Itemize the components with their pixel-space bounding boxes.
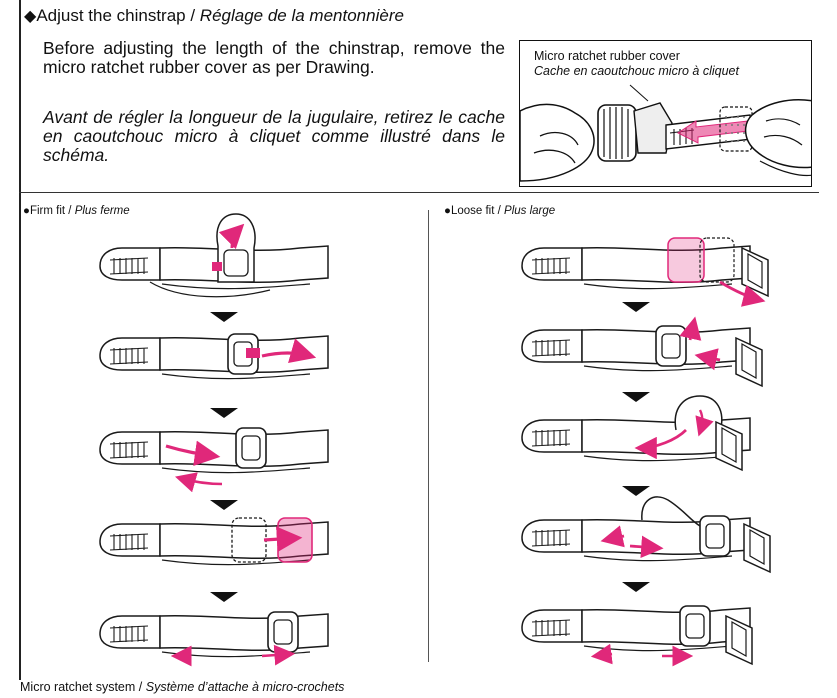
loose-arrow-2: [622, 392, 650, 402]
firm-step-1: [100, 214, 328, 297]
footer-french: Système d’attache à micro-crochets: [146, 680, 345, 694]
loose-step-1: [522, 238, 768, 300]
firm-arrow-3: [210, 500, 238, 510]
footer-english: Micro ratchet system: [20, 680, 135, 694]
firm-arrow-2: [210, 408, 238, 418]
firm-step-5: [100, 612, 328, 657]
loose-step-2: [522, 322, 762, 386]
footer-caption: Micro ratchet system / Système d’attache…: [20, 680, 344, 694]
firm-arrow-4: [210, 592, 238, 602]
loose-arrow-1: [622, 302, 650, 312]
firm-step-3: [100, 428, 328, 484]
ratchet-cover-label-english: Micro ratchet rubber cover: [534, 49, 739, 64]
loose-step-5: [522, 606, 752, 664]
loose-arrow-3: [622, 486, 650, 496]
footer-separator: /: [135, 680, 145, 694]
loose-step-3: [522, 396, 750, 470]
ratchet-cover-label-french: Cache en caoutchouc micro à cliquet: [534, 64, 739, 79]
firm-arrow-1: [210, 312, 238, 322]
loose-arrow-4: [622, 582, 650, 592]
ratchet-cover-label: Micro ratchet rubber cover Cache en caou…: [534, 49, 742, 79]
firm-step-2: [100, 334, 328, 379]
loose-step-4: [522, 497, 770, 572]
firm-step-4: [100, 518, 328, 565]
